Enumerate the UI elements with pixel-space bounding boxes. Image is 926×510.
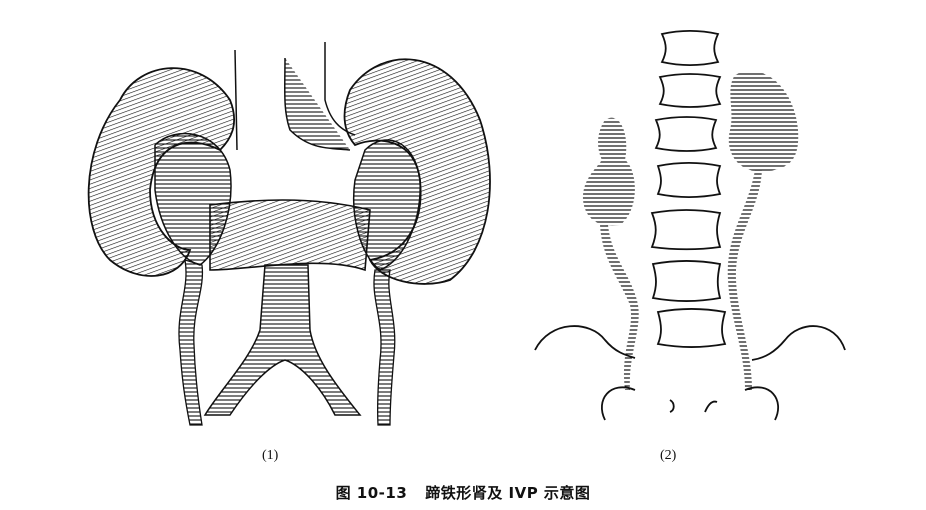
horseshoe-kidney-drawing [87, 42, 491, 426]
figure-title: 蹄铁形肾及 IVP 示意图 [425, 484, 591, 502]
figure-number: 图 10-13 [335, 484, 408, 502]
panel-label-1: (1) [262, 448, 279, 463]
ivp-drawing [534, 30, 846, 421]
panel-label-2: (2) [660, 448, 677, 463]
illustration-horseshoe-kidney [80, 30, 500, 430]
illustration-ivp-schematic [520, 20, 860, 440]
figure-caption: 图 10-13 蹄铁形肾及 IVP 示意图 [0, 482, 926, 503]
